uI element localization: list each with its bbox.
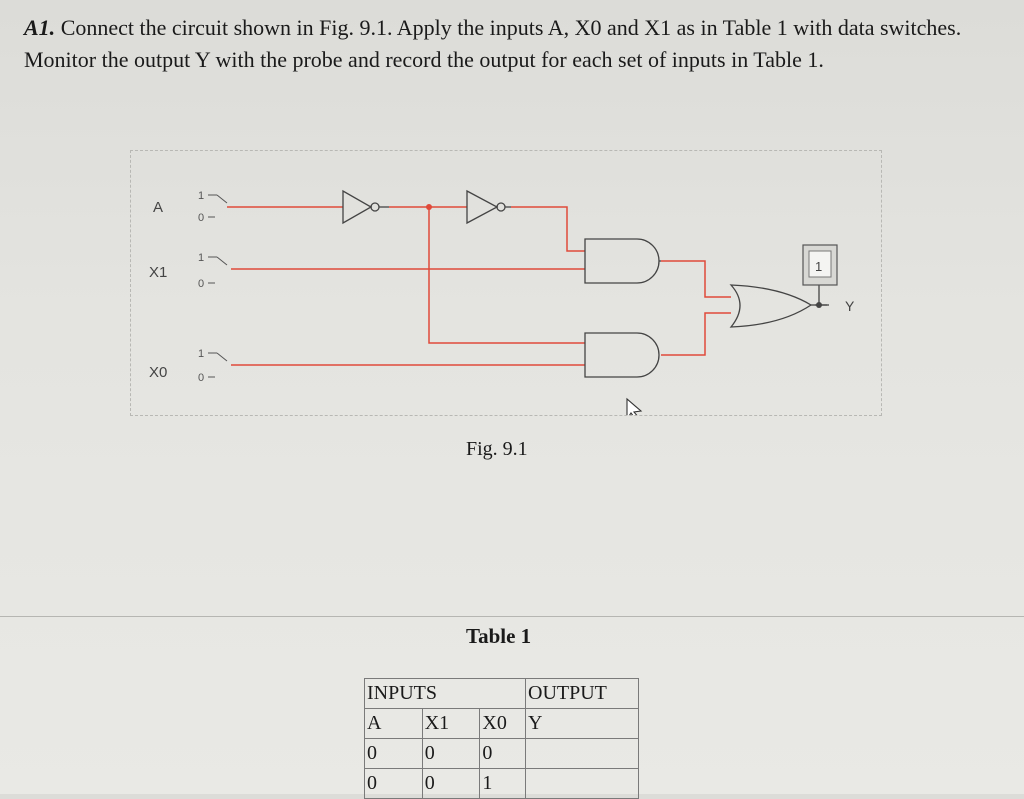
input-label-a: A bbox=[153, 199, 163, 216]
section-divider bbox=[0, 616, 1024, 617]
logic-probe: 1 bbox=[802, 244, 838, 308]
cell-x1: 0 bbox=[421, 768, 481, 799]
svg-text:1: 1 bbox=[198, 190, 204, 202]
cell-y[interactable] bbox=[525, 768, 639, 799]
table-row: 0 0 0 bbox=[364, 738, 639, 769]
output-header: OUTPUT bbox=[525, 678, 639, 709]
not-gate-1 bbox=[342, 189, 389, 225]
cell-x0: 1 bbox=[479, 768, 526, 799]
junction-dot bbox=[426, 204, 432, 210]
wires bbox=[227, 206, 731, 366]
svg-text:1: 1 bbox=[198, 252, 204, 264]
cell-a: 0 bbox=[364, 738, 423, 769]
table-row: 0 0 1 bbox=[364, 768, 639, 799]
circuit-schematic: A X1 X0 1 0 1 0 1 0 bbox=[149, 189, 855, 415]
column-header-x1: X1 bbox=[421, 708, 481, 739]
svg-text:0: 0 bbox=[198, 372, 204, 384]
truth-table: INPUTS OUTPUT A X1 X0 Y 0 0 0 0 0 1 bbox=[364, 678, 639, 799]
switch-x1[interactable]: 1 0 bbox=[198, 252, 228, 290]
probe-value: 1 bbox=[815, 259, 822, 274]
table-group-header-row: INPUTS OUTPUT bbox=[364, 678, 639, 709]
cursor-icon bbox=[626, 397, 643, 415]
column-header-x0: X0 bbox=[479, 708, 526, 739]
column-header-a: A bbox=[364, 708, 423, 739]
table-title: Table 1 bbox=[466, 624, 532, 648]
instruction-body: Connect the circuit shown in Fig. 9.1. A… bbox=[24, 15, 962, 72]
cell-x0: 0 bbox=[479, 738, 526, 769]
inputs-header: INPUTS bbox=[364, 678, 526, 709]
output-label-y: Y bbox=[845, 298, 855, 314]
svg-text:1: 1 bbox=[198, 348, 204, 360]
and-gate-2 bbox=[584, 332, 660, 378]
svg-text:0: 0 bbox=[198, 278, 204, 290]
not-gate-2 bbox=[466, 189, 511, 225]
and-gate-1 bbox=[584, 238, 661, 284]
cell-a: 0 bbox=[364, 768, 423, 799]
circuit-diagram: A X1 X0 1 0 1 0 1 0 bbox=[130, 150, 882, 416]
switch-x0[interactable]: 1 0 bbox=[198, 348, 228, 384]
cell-y[interactable] bbox=[525, 738, 639, 769]
instruction-text: A1. Connect the circuit shown in Fig. 9.… bbox=[24, 12, 1014, 76]
or-gate bbox=[729, 284, 827, 328]
figure-caption: Fig. 9.1 bbox=[466, 438, 528, 460]
switch-a[interactable]: 1 0 bbox=[198, 190, 228, 224]
input-label-x1: X1 bbox=[149, 264, 167, 281]
instruction-number: A1. bbox=[24, 15, 56, 40]
table-column-header-row: A X1 X0 Y bbox=[364, 708, 639, 739]
svg-text:0: 0 bbox=[198, 212, 204, 224]
cell-x1: 0 bbox=[421, 738, 481, 769]
column-header-y: Y bbox=[525, 708, 639, 739]
input-label-x0: X0 bbox=[149, 364, 167, 381]
